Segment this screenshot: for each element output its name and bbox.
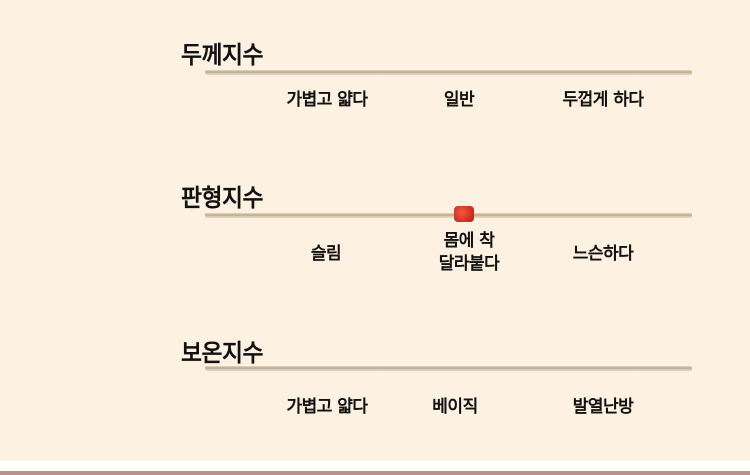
fit-index-slider-track[interactable] bbox=[205, 213, 692, 217]
fit-index-title: 판형지수 bbox=[181, 184, 264, 212]
warmth-index-title: 보온지수 bbox=[181, 339, 264, 367]
bottom-spacer bbox=[0, 461, 750, 471]
warmth-option-basic[interactable]: 베이직 bbox=[432, 397, 478, 417]
thickness-option-light-thin[interactable]: 가볍고 얇다 bbox=[286, 90, 368, 110]
thickness-option-normal[interactable]: 일반 bbox=[443, 90, 475, 110]
thickness-index-slider-track[interactable] bbox=[205, 70, 692, 74]
thickness-option-thick[interactable]: 두껍게 하다 bbox=[562, 90, 644, 110]
fit-option-body-fit-line1: 몸에 착 bbox=[443, 231, 495, 251]
warmth-index-slider-track[interactable] bbox=[205, 366, 692, 370]
bottom-border-bar bbox=[0, 471, 750, 475]
fit-option-body-fit[interactable]: 몸에 착 달라붙다 bbox=[439, 230, 500, 276]
fit-index-selected-marker[interactable] bbox=[454, 206, 474, 222]
fit-option-slim[interactable]: 슬림 bbox=[310, 244, 342, 264]
warmth-option-light-thin[interactable]: 가볍고 얇다 bbox=[286, 397, 368, 417]
fit-option-body-fit-line2: 달라붙다 bbox=[438, 254, 500, 274]
fit-option-loose[interactable]: 느슨하다 bbox=[572, 244, 634, 264]
warmth-option-heat[interactable]: 발열난방 bbox=[572, 397, 634, 417]
thickness-index-title: 두께지수 bbox=[181, 41, 264, 69]
